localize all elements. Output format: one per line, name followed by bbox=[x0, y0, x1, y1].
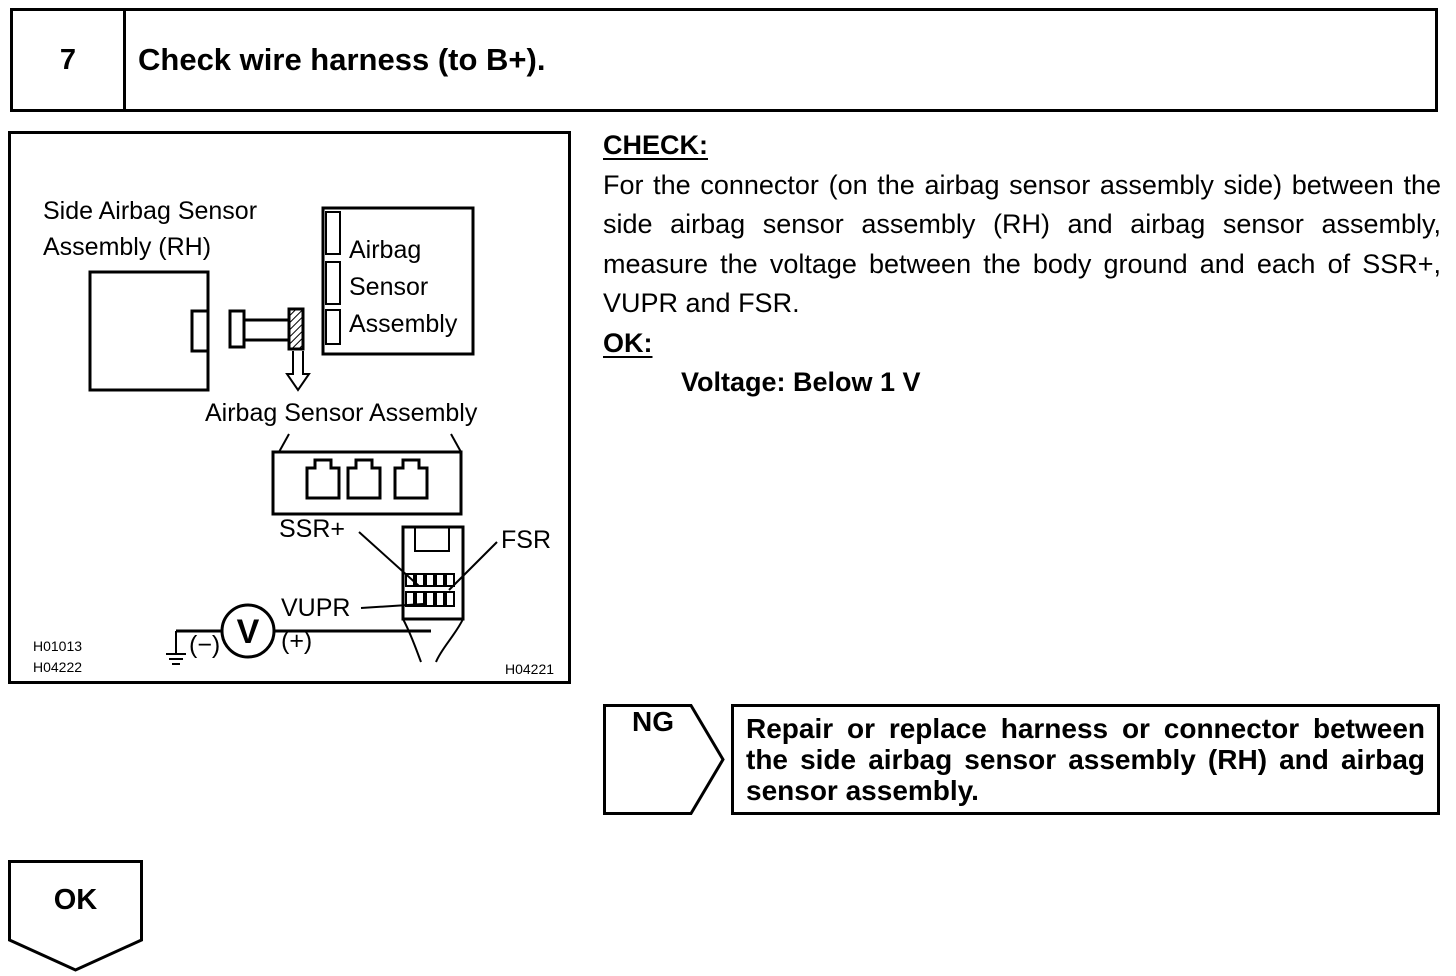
ng-tab-shape bbox=[603, 704, 725, 815]
airbag-box-label-3: Assembly bbox=[349, 310, 458, 338]
harness-plug-hatched bbox=[287, 307, 305, 351]
side-sensor-body bbox=[88, 270, 210, 392]
figure-code-1: H01013 bbox=[33, 638, 82, 654]
wiring-diagram: Side Airbag Sensor Assembly (RH) Airbag … bbox=[33, 197, 554, 677]
figure-code-3: H04221 bbox=[505, 661, 554, 677]
voltmeter-symbol: V bbox=[237, 613, 260, 651]
terminal-ssr-label: SSR+ bbox=[279, 515, 345, 543]
airbag-sensor-assembly-label: Airbag Sensor Assembly bbox=[205, 399, 478, 427]
meter-minus-label: (−) bbox=[189, 631, 220, 659]
check-instructions: CHECK: For the connector (on the airbag … bbox=[603, 126, 1441, 403]
airbag-box-label-1: Airbag bbox=[349, 236, 421, 264]
ok-value: Voltage: Below 1 V bbox=[681, 367, 921, 397]
check-text: For the connector (on the airbag sensor … bbox=[603, 169, 1441, 319]
harness-plug-left bbox=[228, 309, 246, 349]
wiring-illustration: Side Airbag Sensor Assembly (RH) Airbag … bbox=[8, 131, 571, 684]
terminal-vupr-label: VUPR bbox=[281, 594, 350, 622]
airbag-box-label-2: Sensor bbox=[349, 273, 428, 301]
side-sensor-connector bbox=[190, 309, 210, 353]
down-arrow bbox=[285, 351, 311, 392]
terminal-fsr-label: FSR bbox=[501, 526, 551, 554]
check-heading: CHECK: bbox=[603, 130, 708, 160]
airbag-sensor-box bbox=[321, 206, 475, 356]
step-header: 7 Check wire harness (to B+). bbox=[10, 8, 1438, 112]
figure-code-2: H04222 bbox=[33, 659, 82, 675]
ok-heading: OK: bbox=[603, 327, 653, 358]
side-sensor-label-2: Assembly (RH) bbox=[43, 233, 211, 261]
ng-label: NG bbox=[632, 706, 674, 737]
step-title: Check wire harness (to B+). bbox=[138, 42, 546, 77]
meter-plus-label: (+) bbox=[281, 627, 312, 655]
ok-arrow-shape bbox=[8, 860, 143, 972]
side-sensor-label-1: Side Airbag Sensor bbox=[43, 197, 257, 225]
ng-action-text: Repair or replace harness or connector b… bbox=[731, 704, 1440, 815]
ok-result-label: OK bbox=[53, 884, 98, 916]
step-number: 7 bbox=[13, 11, 126, 109]
ground-icon bbox=[166, 631, 186, 665]
connector-face bbox=[271, 450, 463, 516]
